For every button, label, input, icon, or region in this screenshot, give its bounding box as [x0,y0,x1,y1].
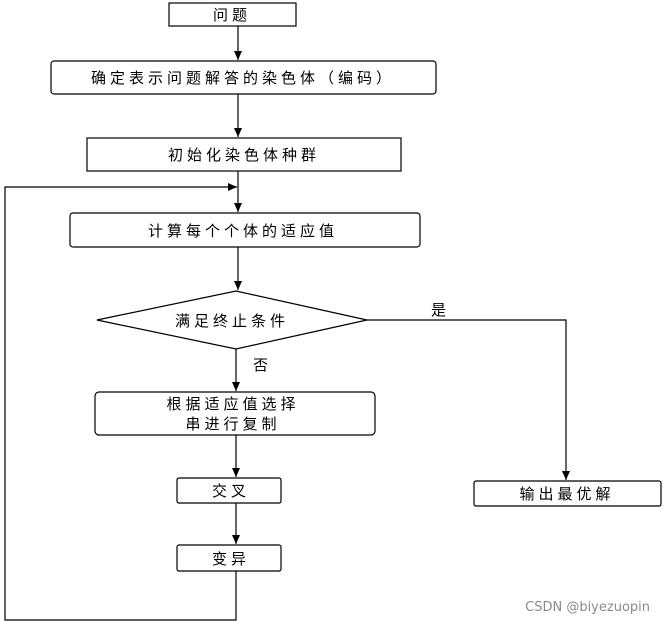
node-mutation-label: 变异 [212,550,250,568]
node-termination-check-label: 满足终止条件 [175,312,289,330]
node-encode-label: 确定表示问题解答的染色体（编码） [91,69,395,87]
edge-label-yes: 是 [431,301,446,319]
watermark: CSDN @biyezuopin [525,600,650,615]
node-crossover: 交叉 [176,477,282,504]
node-mutation: 变异 [176,544,282,572]
node-output: 输出最优解 [473,480,662,507]
node-problem: 问题 [168,2,297,27]
node-problem-label: 问题 [213,6,251,24]
node-fitness-label: 计算每个个体的适应值 [148,222,338,240]
node-init-population-label: 初始化染色体种群 [168,146,320,164]
node-crossover-label: 交叉 [212,482,250,500]
node-selection-label-line2: 串进行复制 [185,415,280,433]
node-termination-check: 满足终止条件 [96,290,368,350]
node-fitness: 计算每个个体的适应值 [69,212,421,248]
edge-label-no: 否 [253,356,268,374]
node-init-population: 初始化染色体种群 [86,137,402,172]
node-selection-label-line1: 根据适应值选择 [166,395,299,413]
node-encode: 确定表示问题解答的染色体（编码） [50,60,437,95]
node-selection: 根据适应值选择 串进行复制 [94,391,376,436]
node-output-label: 输出最优解 [519,485,614,503]
edge-mutation-loop-back [4,183,237,621]
edge-check-to-output-yes [367,319,570,480]
